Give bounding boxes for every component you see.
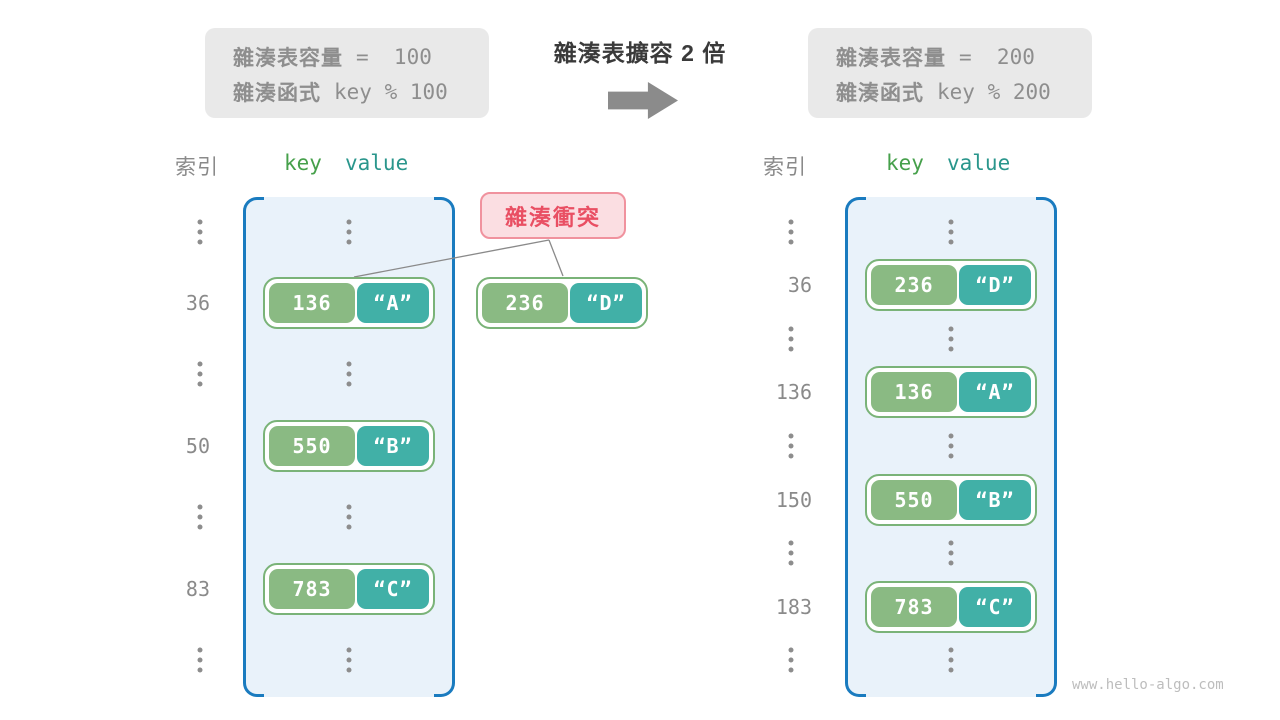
capacity-label: 雜湊表容量	[233, 46, 343, 70]
kv-pair: 550 “B”	[865, 474, 1037, 526]
ellipsis-dots	[346, 504, 352, 530]
value-cell: “C”	[959, 587, 1031, 627]
capacity-line: 雜湊表容量 = 200	[836, 39, 1092, 74]
ellipsis-dots	[788, 433, 794, 459]
index-label: 50	[185, 434, 210, 458]
ellipsis-dots	[788, 326, 794, 352]
ellipsis-dots	[788, 647, 794, 673]
ellipsis-dots	[948, 433, 954, 459]
value-cell: “B”	[959, 480, 1031, 520]
left-key-header: key	[284, 151, 322, 175]
kv-pair: 783 “C”	[263, 563, 435, 615]
ellipsis-dots	[788, 540, 794, 566]
right-value-header: value	[947, 151, 1011, 175]
ellipsis-dots	[346, 219, 352, 245]
left-index-header: 索引	[175, 156, 219, 179]
index-label: 150	[775, 488, 812, 512]
key-cell: 550	[871, 480, 957, 520]
capacity-line: 雜湊表容量 = 100	[233, 39, 489, 74]
right-key-header: key	[886, 151, 924, 175]
hash-function-label: 雜湊函式	[836, 81, 924, 105]
ellipsis-dots	[197, 647, 203, 673]
value-cell: “B”	[357, 426, 429, 466]
kv-pair: 783 “C”	[865, 581, 1037, 633]
ellipsis-dots	[346, 361, 352, 387]
kv-pair: 236 “D”	[865, 259, 1037, 311]
key-cell: 783	[269, 569, 355, 609]
right-index-header: 索引	[763, 156, 807, 179]
index-label: 183	[775, 595, 812, 619]
index-label: 83	[185, 577, 210, 601]
hash-function-line: 雜湊函式 key % 200	[836, 74, 1092, 109]
value-cell: “C”	[357, 569, 429, 609]
kv-pair: 136 “A”	[263, 277, 435, 329]
index-label: 36	[185, 291, 210, 315]
ellipsis-dots	[197, 361, 203, 387]
value-cell: “D”	[959, 265, 1031, 305]
capacity-box-before: 雜湊表容量 = 100 雜湊函式 key % 100	[205, 28, 489, 118]
watermark: www.hello-algo.com	[1072, 677, 1224, 693]
capacity-label: 雜湊表容量	[836, 46, 946, 70]
hash-function-value: key % 200	[937, 79, 1051, 104]
collision-callout: 雜湊衝突	[480, 192, 626, 239]
key-cell: 550	[269, 426, 355, 466]
key-cell: 136	[269, 283, 355, 323]
value-cell: “A”	[357, 283, 429, 323]
value-cell: “A”	[959, 372, 1031, 412]
key-cell: 236	[482, 283, 568, 323]
ellipsis-dots	[197, 219, 203, 245]
ellipsis-dots	[788, 219, 794, 245]
hash-function-line: 雜湊函式 key % 100	[233, 74, 489, 109]
ellipsis-dots	[948, 647, 954, 673]
capacity-value: = 200	[959, 44, 1035, 69]
ellipsis-dots	[197, 504, 203, 530]
ellipsis-dots	[948, 540, 954, 566]
key-cell: 783	[871, 587, 957, 627]
ellipsis-dots	[346, 647, 352, 673]
left-value-header: value	[345, 151, 409, 175]
key-cell: 136	[871, 372, 957, 412]
ellipsis-dots	[948, 326, 954, 352]
kv-pair: 136 “A”	[865, 366, 1037, 418]
index-label: 36	[787, 273, 812, 297]
key-cell: 236	[871, 265, 957, 305]
capacity-box-after: 雜湊表容量 = 200 雜湊函式 key % 200	[808, 28, 1092, 118]
colliding-kv-pair: 236 “D”	[476, 277, 648, 329]
expansion-title: 雜湊表擴容 2 倍	[553, 40, 727, 66]
kv-pair: 550 “B”	[263, 420, 435, 472]
ellipsis-dots	[948, 219, 954, 245]
value-cell: “D”	[570, 283, 642, 323]
right-arrow-icon	[608, 82, 678, 119]
hash-function-value: key % 100	[334, 79, 448, 104]
capacity-value: = 100	[356, 44, 432, 69]
index-label: 136	[775, 380, 812, 404]
hash-function-label: 雜湊函式	[233, 81, 321, 105]
